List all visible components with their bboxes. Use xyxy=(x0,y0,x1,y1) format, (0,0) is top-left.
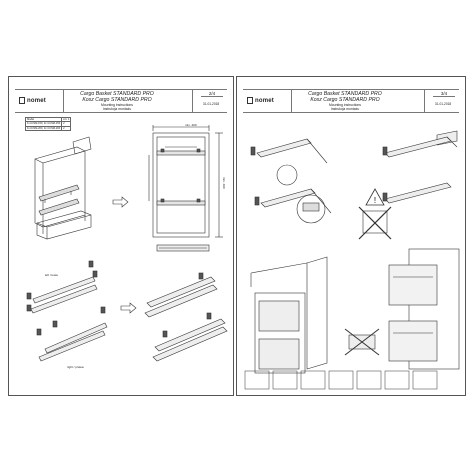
table-row: K-CCSM-200, 3x CCSM-200 2 xyxy=(24,125,72,132)
title-polish: Kosz Cargo STANDARD PRO xyxy=(310,97,380,103)
assembled-rails-drawing xyxy=(144,272,228,362)
header-divider xyxy=(424,90,425,112)
dimension-label: min. 490 xyxy=(222,177,226,189)
subtitle-polish: Instrukcja montażu xyxy=(330,107,360,111)
table-header-cell: szt. 1 xyxy=(61,116,72,123)
cabinet-base-drawing xyxy=(36,210,92,240)
table-cell: 2 xyxy=(61,125,72,132)
page-subtitle: Mounting instructions Instrukcja montażu xyxy=(67,103,167,111)
brand-logo: nomet xyxy=(247,97,274,104)
title-english: Cargo Basket STANDARD PRO xyxy=(308,91,382,97)
page-date: 31-01-2018 xyxy=(434,102,452,106)
brand-logo: nomet xyxy=(19,97,46,104)
header-divider xyxy=(291,90,292,112)
subtitle-english: Mounting instructions xyxy=(328,103,362,107)
logo-mark-icon xyxy=(247,97,253,104)
subtitle-polish: Instrukcja montażu xyxy=(102,107,132,111)
svg-text:!: ! xyxy=(374,196,376,205)
mounting-detail-drawing xyxy=(344,328,380,356)
dimension-label: min. 400 xyxy=(185,123,197,127)
table-cell: K-CCSM-200, 3x CCSM-200 xyxy=(24,125,63,132)
incorrect-mounting-icon xyxy=(358,206,392,240)
page-header: nomet Cargo Basket STANDARD PRO Kosz Car… xyxy=(243,89,459,113)
warning-icon: ! xyxy=(365,188,385,206)
table-cell: K-CCSM-150, 3x CCSM-150 xyxy=(24,121,63,127)
cabinet-with-rails-drawing xyxy=(34,136,92,234)
page-number: 2/4 xyxy=(201,91,223,97)
title-polish: Kosz Cargo STANDARD PRO xyxy=(82,97,152,103)
page-date: 31-01-2018 xyxy=(202,102,220,106)
logo-text: nomet xyxy=(255,97,274,104)
header-divider xyxy=(63,90,64,112)
title-english: Cargo Basket STANDARD PRO xyxy=(80,91,154,97)
page-header: nomet Cargo Basket STANDARD PRO Kosz Car… xyxy=(15,89,227,113)
step-arrow-icon xyxy=(120,302,137,314)
left-right-rails-drawing xyxy=(26,260,108,362)
logo-text: nomet xyxy=(27,97,46,104)
instruction-page-left: nomet Cargo Basket STANDARD PRO Kosz Car… xyxy=(8,76,234,396)
page-title: Cargo Basket STANDARD PRO Kosz Cargo STA… xyxy=(295,91,395,103)
rail-label-right: right / prawa xyxy=(67,365,84,369)
assembly-steps-strip xyxy=(244,370,438,390)
page-subtitle: Mounting instructions Instrukcja montażu xyxy=(295,103,395,111)
rail-mounting-drawing xyxy=(250,138,332,214)
dimension-drawing xyxy=(148,125,223,252)
instruction-page-right: nomet Cargo Basket STANDARD PRO Kosz Car… xyxy=(236,76,466,396)
page-title: Cargo Basket STANDARD PRO Kosz Cargo STA… xyxy=(67,91,167,103)
step-arrow-icon xyxy=(112,196,129,208)
rail-installed-drawing xyxy=(382,130,458,204)
logo-mark-icon xyxy=(19,97,25,104)
cargo-unit-drawing xyxy=(250,256,328,374)
subtitle-english: Mounting instructions xyxy=(100,103,134,107)
detail-circle-drawing xyxy=(296,194,326,224)
model-table: Model szt. 1 K-CCSM-150, 3x CCSM-150 2 K… xyxy=(24,116,72,132)
rail-label-left: left / lewa xyxy=(45,273,58,277)
page-number: 3/4 xyxy=(433,91,455,97)
table-row: K-CCSM-150, 3x CCSM-150 2 xyxy=(24,121,72,127)
header-divider xyxy=(192,90,193,112)
basket-installed-drawing xyxy=(388,248,460,370)
